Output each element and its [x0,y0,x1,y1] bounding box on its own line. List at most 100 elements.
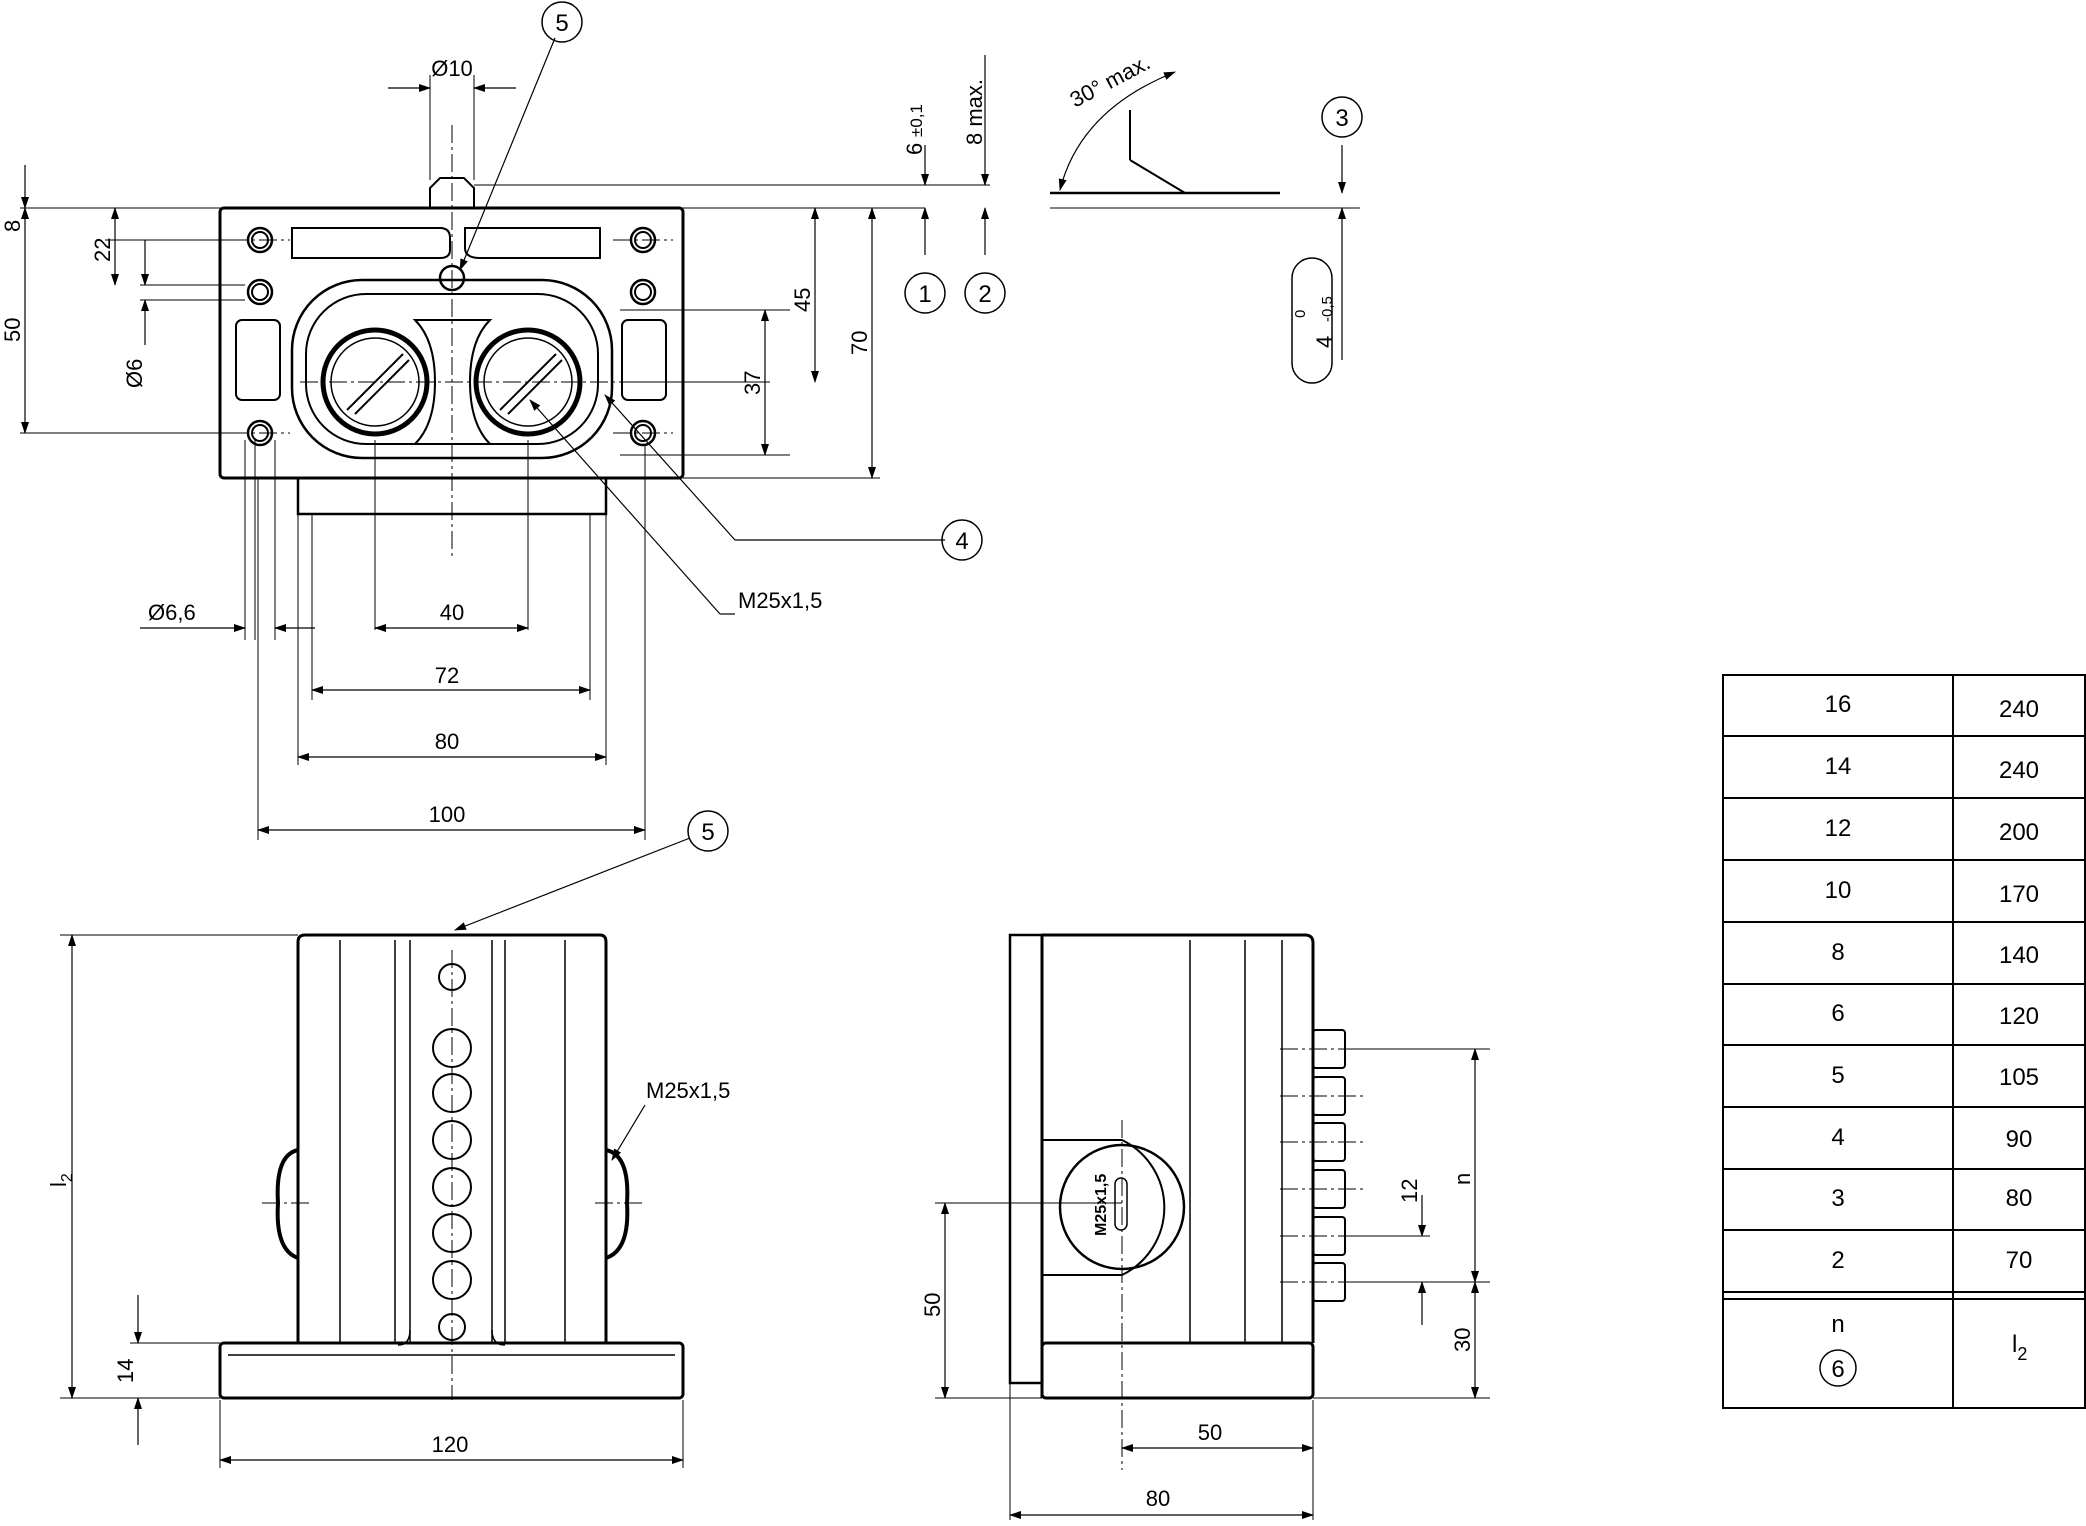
table-cell-l2: 105 [1999,1064,2039,1091]
side-dim-50: 50 [920,1293,945,1317]
dim-70: 70 [847,331,872,355]
callout-circles [541,1,1857,1387]
dim-8max: 8 max. [962,79,987,145]
callout-5-front [687,810,729,852]
table-cell-l2: 140 [1999,942,2039,969]
front-body [296,933,608,1343]
dim-72: 72 [435,663,459,688]
callout-3 [1321,96,1363,138]
extension-lines [20,75,1360,840]
table-cell-l2: 200 [1999,819,2039,846]
dim-l2: l2 [46,1173,76,1187]
dim-80: 80 [435,729,459,754]
callout-4 [941,519,983,561]
dim-l2-main: l [46,1182,71,1187]
side-thread-label: M25x1,5 [1093,1174,1110,1236]
side-extension-lines [935,1048,1490,1520]
table-rows: 16 240 14 240 12 200 10 170 8 140 6 120 … [1825,691,2039,1274]
side-base [1040,1341,1315,1400]
side-ribs [1189,940,1283,1343]
table-cell-l2: 80 [2006,1185,2033,1212]
side-dim-30: 30 [1450,1328,1475,1352]
callout-2-label: 2 [978,281,991,308]
leader-lines [454,37,945,1161]
table-cell-n: 3 [1831,1185,1844,1212]
top-slot-right [464,227,601,259]
dim-40: 40 [440,600,464,625]
dim-phi6: Ø6 [122,359,147,388]
right-pocket [621,319,667,401]
left-pocket [235,319,281,401]
dim-l2-sub: 2 [59,1173,76,1182]
table-cell-n: 16 [1825,691,1852,718]
front-extension-lines [60,934,684,1468]
center-bridge [412,319,493,445]
table-header-l-sub: 2 [2017,1344,2027,1364]
gland-right-slot [499,353,563,415]
tolerance-capsule [1291,257,1333,384]
dim-30max: 30° max. [1066,49,1155,112]
front-center-lines [262,950,642,1400]
dim-4-tol-upper: 0 [1292,310,1309,318]
front-slot [397,1329,506,1346]
table-header-l2: l2 [2012,1331,2027,1364]
size-table: 16 240 14 240 12 200 10 170 8 140 6 120 … [1722,674,2086,1409]
callout-2 [964,272,1006,314]
side-gland-boss [1042,1139,1166,1276]
front-thread-label: M25x1,5 [646,1078,730,1103]
side-dim-n: n [1450,1173,1475,1185]
dim-100: 100 [429,802,466,827]
side-gland-slot [1114,1177,1128,1231]
table-cell-n: 12 [1825,815,1852,842]
side-cover-plate [1008,933,1044,1385]
callout-1-label: 1 [918,281,931,308]
front-view [60,933,685,1468]
front-gland-right [605,1148,630,1260]
callout-1 [904,272,946,314]
side-pins [1312,1029,1346,1302]
dim-phi6-6: Ø6,6 [148,600,196,625]
dim-37: 37 [740,371,765,395]
dim-45: 45 [790,288,815,312]
callout-3-label: 3 [1335,105,1348,132]
table-cell-n: 4 [1831,1124,1844,1151]
angle-sketch [1050,71,1280,195]
side-view [935,933,1490,1520]
side-body [1042,933,1315,1343]
front-body-ribs [339,940,566,1343]
top-view [20,37,1360,1161]
front-dimension-lines [68,934,684,1464]
callout-labels: 5 1 2 3 4 5 [555,10,1348,846]
table-cell-l2: 90 [2006,1126,2033,1153]
dim-6: 6 [902,143,927,155]
dim-14: 14 [113,1359,138,1383]
table-cell-l2: 240 [1999,757,2039,784]
table-cell-n: 2 [1831,1247,1844,1274]
gland-left-slot [346,353,410,415]
dim-50: 50 [0,318,25,342]
dim-phi10: Ø10 [431,56,473,81]
dim-4: 4 [1312,336,1337,348]
callout-5-top [541,1,583,43]
dim-8: 8 [0,220,25,232]
table-cell-l2: 240 [1999,696,2039,723]
dim-6-tol: ±0,1 [907,104,926,137]
table-header-n-ref: 6 [1831,1356,1844,1383]
table-cell-n: 6 [1831,1000,1844,1027]
table-cell-n: 14 [1825,753,1852,780]
side-dim-80: 80 [1146,1486,1170,1511]
dimension-lines [21,55,1346,834]
callout-6 [1819,1349,1857,1387]
side-dimension-lines [941,1048,1479,1519]
callout-5-top-label: 5 [555,10,568,37]
callout-4-label: 4 [955,528,968,555]
side-center-lines [1121,1048,1365,1470]
table-cell-n: 5 [1831,1062,1844,1089]
side-dim-12: 12 [1397,1179,1422,1203]
dim-22: 22 [90,238,115,262]
callout-5-front-label: 5 [701,819,714,846]
table-cell-l2: 120 [1999,1003,2039,1030]
table-cell-n: 10 [1825,877,1852,904]
side-dim-50-horiz: 50 [1198,1420,1222,1445]
